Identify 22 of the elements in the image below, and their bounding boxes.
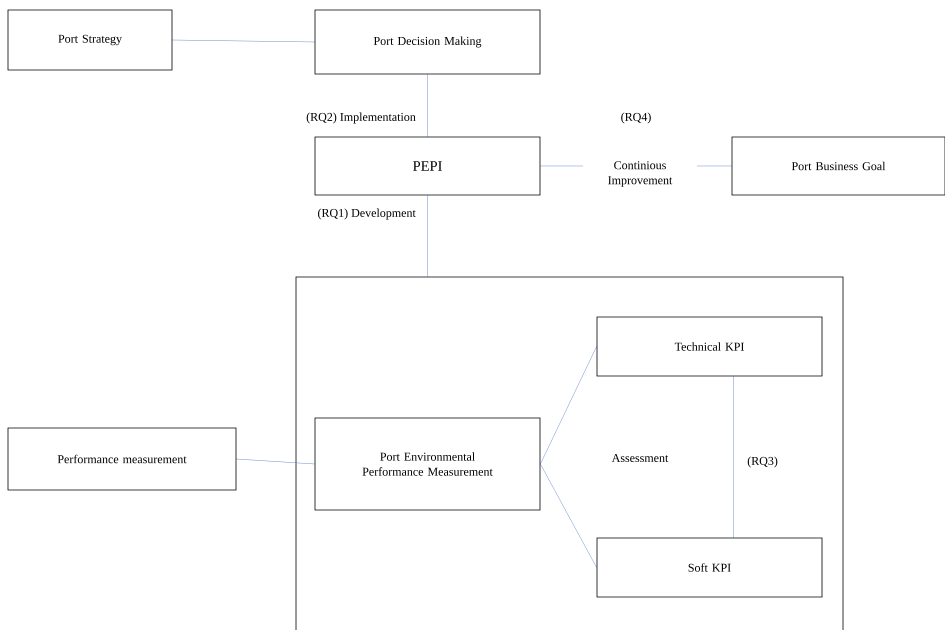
process-box: PEPI xyxy=(314,136,540,196)
connector-line xyxy=(427,74,428,137)
edge-label: (RQ3) xyxy=(745,454,780,470)
process-box: Port Decision Making xyxy=(314,10,540,74)
process-box: Performance measurement xyxy=(8,428,236,490)
edge-label: (RQ2) Implementation xyxy=(304,110,418,126)
edge-label: (RQ1) Development xyxy=(316,206,418,222)
connector-line xyxy=(540,464,597,568)
process-box: Port Business Goal xyxy=(732,136,945,196)
process-box: Soft KPI xyxy=(596,538,822,598)
text-label: (RQ4) xyxy=(621,112,651,124)
process-box: Port Strategy xyxy=(8,10,172,70)
connector-line xyxy=(540,346,597,464)
connector-line xyxy=(733,376,734,538)
connector-line xyxy=(172,40,315,42)
process-box: Port Environmental Performance Measurement xyxy=(314,418,540,510)
edge-label: Continious Improvement xyxy=(583,159,697,189)
connector-line xyxy=(236,458,315,464)
connector-line xyxy=(427,195,428,277)
frame-box xyxy=(296,276,844,630)
process-box: Technical KPI xyxy=(596,316,822,376)
text-label: Assessment xyxy=(612,454,668,462)
